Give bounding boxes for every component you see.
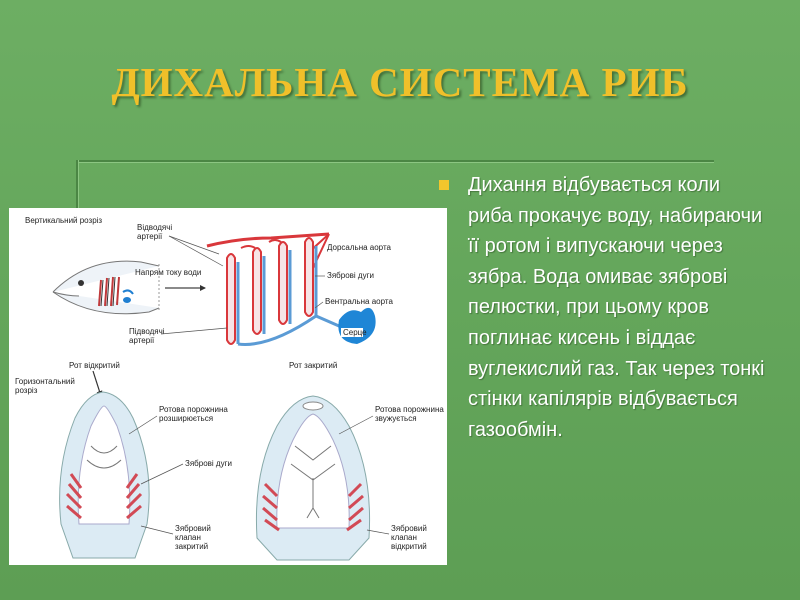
bullet-marker — [439, 180, 449, 190]
oral-cavity-narrowing-label-2: звужується — [375, 414, 417, 423]
divider-line — [78, 160, 714, 162]
efferent-arteries-label-2: артерії — [137, 232, 163, 241]
heart-shape — [338, 308, 375, 344]
valve-open-label-3: відкритий — [391, 542, 427, 551]
gill-arches — [227, 238, 316, 344]
slide-title: ДИХАЛЬНА СИСТЕМА РИБ — [0, 58, 800, 106]
ventral-aorta-label: Вентральна аорта — [325, 297, 393, 306]
valve-open-label-2: клапан — [391, 533, 417, 542]
heart-label: Серце — [343, 328, 367, 337]
efferent-arteries-label-1: Відводячі — [137, 223, 172, 232]
valve-open-label-1: Зябровий — [391, 524, 427, 533]
gill-arches-bottom-label: Зяброві дуги — [185, 459, 232, 468]
bullet-text: Дихання відбувається коли риба прокачує … — [468, 170, 768, 445]
oral-cavity-expanding-label-2: розширюється — [159, 414, 213, 423]
fish-respiration-diagram: Вертикальний розріз Напрям току води Від… — [9, 208, 447, 565]
water-flow-label: Напрям току води — [135, 268, 201, 277]
mouth-open-cross-section — [60, 392, 150, 558]
oral-cavity-expanding-label-1: Ротова порожнина — [159, 405, 228, 414]
valve-closed-label-2: клапан — [175, 533, 201, 542]
vertical-section-label: Вертикальний розріз — [25, 216, 102, 225]
mouth-open-label: Рот відкритий — [69, 361, 120, 370]
gill-arches-top-label: Зяброві дуги — [327, 271, 374, 280]
valve-closed-label-1: Зябровий — [175, 524, 211, 533]
divider-line-vertical — [76, 160, 78, 210]
oral-cavity-narrowing-label-1: Ротова порожнина — [375, 405, 444, 414]
horizontal-section-label-1: Горизонтальний — [15, 377, 75, 386]
horizontal-section-label-2: розріз — [15, 386, 38, 395]
valve-closed-label-3: закритий — [175, 542, 208, 551]
fish-eye — [78, 280, 84, 286]
mouth-closed-label: Рот закритий — [289, 361, 337, 370]
mouth-closed-cross-section — [256, 396, 369, 560]
dorsal-aorta-label: Дорсальна аорта — [327, 243, 392, 252]
afferent-arteries-label-2: артерії — [129, 336, 155, 345]
afferent-arteries-label-1: Підводячі — [129, 327, 165, 336]
